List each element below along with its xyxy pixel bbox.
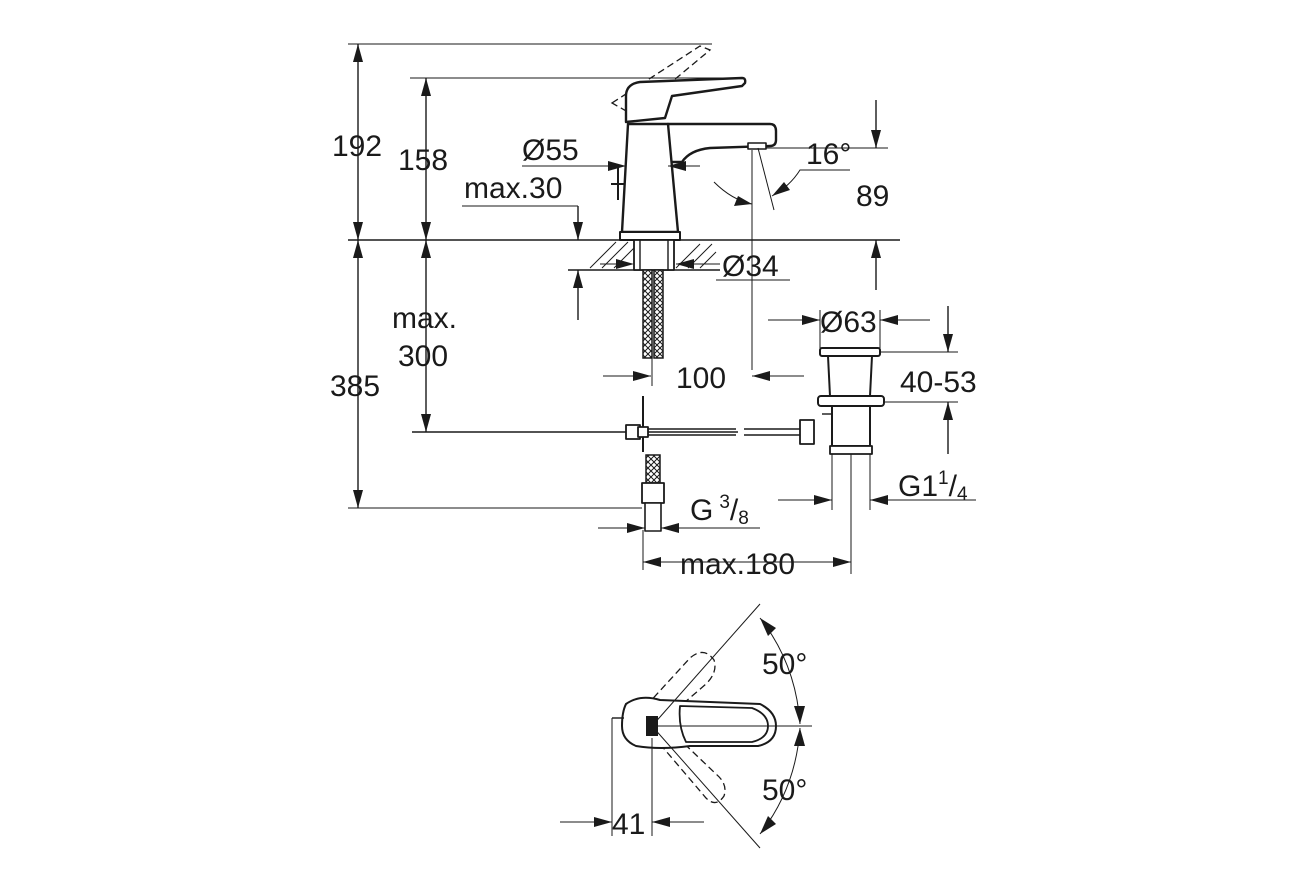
- label-lever-angle-top: 50°: [762, 648, 807, 681]
- flex-hoses: [641, 269, 665, 532]
- waste-fitting: [817, 347, 885, 455]
- faucet-lever: [624, 76, 747, 124]
- base-plate: [619, 231, 681, 241]
- waste-flange: [819, 347, 881, 357]
- label-spout-angle: 16°: [806, 138, 851, 171]
- label-below-deck-length: 385: [330, 370, 380, 403]
- waste-thread-main: G1: [898, 470, 938, 503]
- label-body-diameter: Ø55: [522, 134, 579, 167]
- lever-right-position: [659, 731, 726, 804]
- waste-thread-den: 4: [957, 484, 968, 505]
- faucet-spout: [666, 122, 778, 164]
- hose-right: [653, 269, 664, 359]
- dimension-labels: 192 158 Ø55 max.30 16° 89 Ø34 max. 300 3…: [330, 130, 977, 841]
- lever-left-position: [645, 651, 716, 723]
- hose-thread-num: 3: [719, 492, 730, 513]
- hose-thread-den: 8: [738, 508, 749, 529]
- label-lever-offset: 41: [612, 808, 645, 841]
- hose-left: [642, 269, 653, 359]
- label-lever-angle-bottom: 50°: [762, 774, 807, 807]
- faucet-body: [620, 122, 680, 234]
- waste-locknut: [817, 395, 885, 407]
- trap-nut: [799, 419, 815, 445]
- hose-thread-slash: /: [730, 494, 739, 527]
- faucet-side-view: [610, 45, 778, 241]
- label-waste-range: 40-53: [900, 366, 977, 399]
- hose-lower: [645, 454, 661, 484]
- label-waste-thread: G11/4: [898, 468, 968, 505]
- label-max-pipe-distance: max.180: [680, 548, 795, 581]
- waste-tail: [831, 405, 871, 447]
- label-spout-to-waste: 100: [676, 362, 726, 395]
- label-max-deck-thickness: max.30: [464, 172, 562, 205]
- faucet-top-view: [560, 603, 812, 849]
- waste-body: [827, 355, 873, 397]
- waste-thread-slash: /: [949, 470, 958, 503]
- hose-thread-main: G: [690, 494, 713, 527]
- aerator: [747, 142, 767, 150]
- dimension-lines: [348, 43, 976, 574]
- label-max: max.: [392, 302, 457, 335]
- label-waste-diameter: Ø63: [820, 306, 877, 339]
- label-total-height: 192: [332, 130, 382, 163]
- label-spout-outlet-height: 89: [856, 180, 889, 213]
- label-hose-length: 300: [398, 340, 448, 373]
- deck: [348, 239, 900, 271]
- waste-thread-num: 1: [938, 468, 949, 489]
- label-spout-height: 158: [398, 144, 448, 177]
- lever-paddle: [678, 705, 769, 743]
- angle-valve: [412, 396, 815, 452]
- hose-connector: [641, 482, 665, 504]
- label-hole-diameter: Ø34: [722, 250, 779, 283]
